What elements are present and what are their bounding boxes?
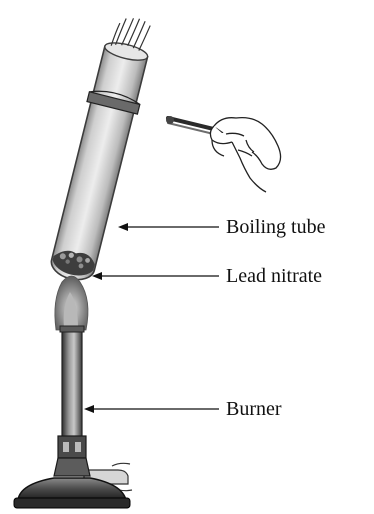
burner-label: Burner <box>226 399 282 419</box>
leader-lead-nitrate <box>92 272 219 280</box>
hand-icon <box>210 118 280 192</box>
leader-burner <box>84 405 219 413</box>
burner <box>14 276 132 508</box>
lead-nitrate-label: Lead nitrate <box>226 266 322 286</box>
leader-boiling-tube <box>118 223 219 231</box>
flame-icon <box>55 276 88 330</box>
boiling-tube-label: Boiling tube <box>226 217 325 237</box>
boiling-tube <box>44 11 222 285</box>
